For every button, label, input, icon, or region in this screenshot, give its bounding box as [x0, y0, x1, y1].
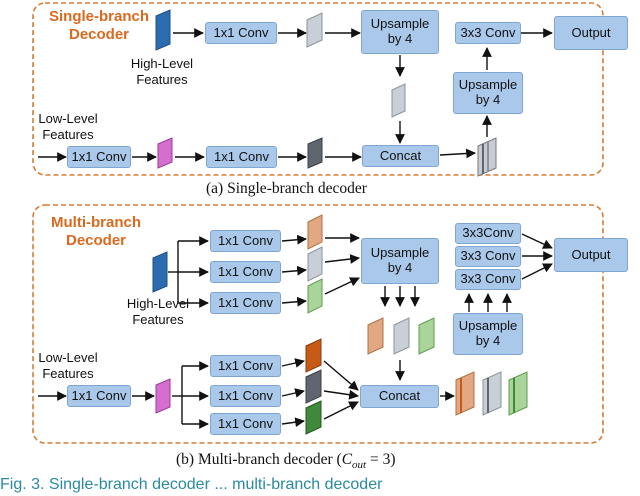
panel-b-frame [32, 204, 604, 444]
branch-map-b-mid [307, 246, 323, 282]
feature-map-dark-a [307, 137, 323, 169]
arrow [281, 234, 307, 245]
caption-b: (b) Multi-branch decoder (Cout = 3) [176, 451, 396, 471]
high-level-line2: Features [132, 312, 184, 328]
low-level-line1: Low-Level [38, 111, 98, 126]
feature-map-low-b [155, 378, 171, 414]
arrow [281, 388, 305, 398]
arrow [324, 254, 360, 264]
conv-1x1-high-b2: 1x1 Conv [210, 261, 281, 283]
conv-3x3-b1: 3x3Conv [455, 223, 521, 244]
conv-3x3-a: 3x3 Conv [455, 22, 521, 44]
panel-a-title-line1: Single-branch [48, 8, 149, 25]
upsampled-map-b-3 [418, 317, 435, 355]
conv-1x1-low-b3: 1x1 Conv [210, 413, 281, 435]
upsample-box-a2: Upsample by 4 [453, 72, 523, 114]
footer-fragment: Fig. 3. Single-branch decoder ... multi-… [0, 476, 383, 493]
arrow [281, 296, 307, 307]
upsample-line2: by 4 [387, 31, 413, 46]
conv-1x1-high-a: 1x1 Conv [205, 22, 277, 44]
panel-a-frame [32, 2, 604, 176]
conv-1x1-low-b0: 1x1 Conv [67, 385, 131, 407]
feature-map-high-b [152, 251, 168, 293]
high-level-features-label-b: High-Level Features [108, 296, 208, 329]
branch-map-b-top [307, 214, 323, 250]
upsampled-map-b-2 [393, 317, 410, 355]
output-box-b: Output [554, 238, 628, 272]
feature-map-high-a [155, 9, 171, 51]
low-level-line2: Features [42, 366, 94, 382]
arrow [521, 263, 553, 280]
panel-b-title-line1: Multi-branch [51, 214, 141, 231]
arrow [281, 265, 307, 276]
caption-b-var: C [341, 451, 353, 468]
concat-box-a: Concat [362, 145, 439, 167]
feature-map-concat-a [477, 137, 497, 177]
output-box-a: Output [554, 16, 628, 50]
arrow [439, 148, 476, 159]
high-level-fanout [168, 236, 209, 308]
upsample-line1: Upsample [370, 245, 430, 261]
low-level-features-label-b: Low-Level Features [28, 350, 108, 383]
concat-map-b-3 [508, 371, 528, 416]
panel-b-title: Multi-branch Decoder [44, 214, 148, 250]
high-level-line1: High-Level [130, 56, 194, 71]
conv-1x1-high-b1: 1x1 Conv [210, 230, 281, 252]
low-level-fanout [172, 361, 209, 429]
caption-a: (a) Single-branch decoder [206, 180, 367, 197]
concat-map-b-2 [482, 371, 502, 416]
caption-b-prefix: (b) Multi-branch decoder ( [176, 451, 342, 468]
upsample-line2: by 4 [387, 260, 413, 275]
concat-map-b-1 [455, 371, 475, 416]
high-level-line1: High-Level [126, 296, 190, 311]
arrow [281, 417, 305, 428]
low-branch-map-b-top [305, 338, 322, 373]
conv-1x1-low-a1: 1x1 Conv [67, 146, 131, 168]
arrow [323, 360, 359, 391]
arrow [323, 401, 359, 420]
upsample-box-a1: Upsample by 4 [361, 10, 439, 54]
conv-3x3-b3: 3x3 Conv [455, 269, 521, 290]
upsample-line1: Upsample [458, 77, 518, 93]
concat-box-b: Concat [360, 385, 439, 408]
high-level-line2: Features [136, 72, 188, 88]
low-branch-map-b-mid [305, 369, 322, 404]
arrow [324, 277, 360, 295]
low-level-line2: Features [42, 127, 94, 143]
low-level-features-label-a: Low-Level Features [28, 111, 108, 144]
conv-1x1-low-b1: 1x1 Conv [210, 355, 281, 377]
feature-map-gray-a2 [391, 83, 406, 118]
conv-1x1-low-b2: 1x1 Conv [210, 385, 281, 407]
upsample-box-b2: Upsample by 4 [453, 313, 523, 355]
conv-1x1-high-b3: 1x1 Conv [210, 292, 281, 314]
caption-b-sub: out [352, 459, 367, 472]
upsample-line2: by 4 [475, 333, 501, 348]
arrow [323, 389, 359, 400]
low-branch-map-b-bot [305, 400, 322, 435]
upsample-line1: Upsample [458, 318, 518, 334]
low-level-line1: Low-Level [38, 350, 98, 365]
upsample-line2: by 4 [475, 92, 501, 107]
feature-map-low-a [157, 137, 173, 169]
arrow [521, 233, 553, 249]
high-level-features-label-a: High-Level Features [112, 56, 212, 89]
conv-3x3-b2: 3x3 Conv [455, 246, 521, 267]
arrow [281, 358, 305, 368]
caption-b-suffix: = 3) [366, 451, 396, 468]
panel-a-title-line2: Decoder [68, 26, 130, 43]
upsample-box-b1: Upsample by 4 [361, 238, 439, 284]
panel-a-title: Single-branch Decoder [44, 8, 154, 44]
upsampled-map-b-1 [367, 317, 384, 355]
branch-map-b-bot [307, 278, 323, 314]
conv-1x1-low-a2: 1x1 Conv [206, 146, 277, 168]
upsample-line1: Upsample [370, 16, 430, 32]
panel-b-title-line2: Decoder [65, 232, 127, 249]
feature-map-gray-a1 [306, 12, 323, 48]
